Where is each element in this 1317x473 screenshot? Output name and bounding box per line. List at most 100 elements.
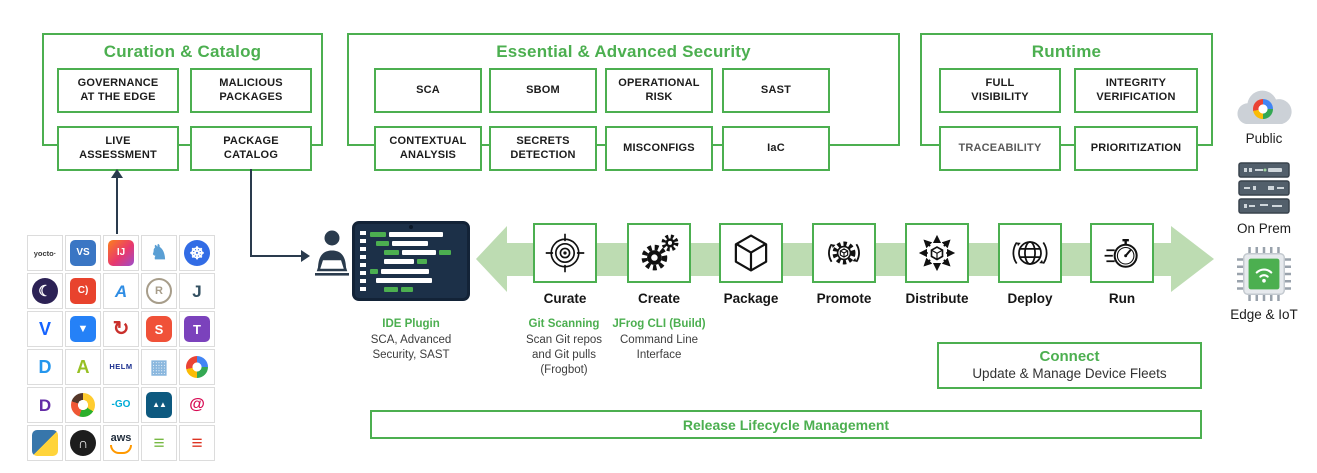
catalog-connector-vertical <box>250 169 252 257</box>
logo-google-cloud <box>179 349 215 385</box>
tool-subtitle-git-scanning: Scan Git repos and Git pulls (Frogbot) <box>525 334 603 376</box>
target-label-public: Public <box>1245 131 1283 146</box>
package-cube-icon <box>734 234 768 272</box>
cell-secrets-detection: SECRETS DETECTION <box>489 126 597 171</box>
logo-go: -GO <box>103 387 139 423</box>
cell-iac: IaC <box>722 126 830 171</box>
logo-swift: S <box>141 311 177 347</box>
cell-full-visibility: FULL VISIBILITY <box>939 68 1061 113</box>
logo-eclipse: ☾ <box>27 273 63 309</box>
cell-sca: SCA <box>374 68 482 113</box>
developer-icon <box>315 230 349 276</box>
gears-icon <box>641 234 679 271</box>
logo-intellij-idea: IJ <box>103 235 139 271</box>
stage-label-run: Run <box>1108 291 1136 306</box>
logo-rust: R <box>141 273 177 309</box>
logo-scala: ≡ <box>179 425 215 461</box>
logo-conda: ∩ <box>65 425 101 461</box>
cell-package-catalog: PACKAGE CATALOG <box>190 126 312 171</box>
cell-live-assessment: LIVE ASSESSMENT <box>57 126 179 171</box>
release-lifecycle-bar: Release Lifecycle Management <box>370 410 1202 439</box>
logo-bitbucket: ▼ <box>65 311 101 347</box>
target-label-edge-iot: Edge & IoT <box>1230 307 1298 322</box>
tool-git-scanning: Git Scanning Scan Git repos and Git pull… <box>512 318 616 378</box>
catalog-connector-horizontal <box>250 255 302 257</box>
logo-jenkins: J <box>179 273 215 309</box>
stage-box-distribute <box>905 223 969 283</box>
group-title-runtime: Runtime <box>1031 42 1102 61</box>
group-security: Essential & Advanced Security SCA SBOM O… <box>347 33 900 171</box>
tool-jfrog-cli: JFrog CLI (Build) Command Line Interface <box>603 318 715 363</box>
group-title-curation: Curation & Catalog <box>103 42 262 61</box>
band-arrowhead-right <box>1171 226 1214 292</box>
cell-integrity-verification: INTEGRITY VERIFICATION <box>1074 68 1198 113</box>
iot-chip-icon <box>1237 247 1291 301</box>
target-icon <box>545 233 585 273</box>
tool-subtitle-jfrog-cli: Command Line Interface <box>620 334 698 361</box>
arrow-up-to-live-assessment <box>111 169 123 178</box>
stage-label-promote: Promote <box>816 291 872 306</box>
logo-sbt: ↻ <box>103 311 139 347</box>
stage-label-deploy: Deploy <box>1007 291 1053 306</box>
logo-green-stack: ≡ <box>141 425 177 461</box>
cell-traceability: TRACEABILITY <box>939 126 1061 171</box>
stage-box-run <box>1090 223 1154 283</box>
tool-ide-plugin: IDE Plugin SCA, Advanced Security, SAST <box>351 318 471 363</box>
stage-label-create: Create <box>637 291 681 306</box>
logo-yocto: yocto· <box>27 235 63 271</box>
ide-screen <box>352 221 470 301</box>
ide-gutter <box>360 231 366 293</box>
logo-datadog: D <box>27 387 63 423</box>
logo-python <box>27 425 63 461</box>
stage-box-package <box>719 223 783 283</box>
tool-title-jfrog-cli: JFrog CLI (Build) <box>612 318 706 330</box>
connect-box: Connect Update & Manage Device Fleets <box>937 342 1202 389</box>
stage-box-deploy <box>998 223 1062 283</box>
aws-smile <box>110 444 132 454</box>
logo-helm: HELM <box>103 349 139 385</box>
logo-aws: aws <box>103 425 139 461</box>
logo-cargo-crate: ▦ <box>141 349 177 385</box>
google-cloud-mark <box>1253 99 1273 119</box>
logo-boar: ♞ <box>141 235 177 271</box>
logo-debian: @ <box>179 387 215 423</box>
tool-subtitle-ide-plugin: SCA, Advanced Security, SAST <box>370 334 452 361</box>
ide-camera-dot <box>409 225 413 229</box>
band-arrowhead-left <box>476 226 507 292</box>
ide-code-lines <box>370 231 461 293</box>
logo-conan: C) <box>65 273 101 309</box>
cell-sbom: SBOM <box>489 68 597 113</box>
logo-kubernetes: ☸ <box>179 235 215 271</box>
connect-title: Connect <box>1039 348 1100 365</box>
tool-title-git-scanning: Git Scanning <box>528 318 600 330</box>
stage-label-distribute: Distribute <box>905 291 969 306</box>
promote-gear-icon <box>828 241 860 265</box>
connect-subtitle: Update & Manage Device Fleets <box>972 366 1167 381</box>
logo-terraform: T <box>179 311 215 347</box>
distribute-arrows-icon <box>918 234 956 272</box>
logo-azure: A <box>103 273 139 309</box>
logo-visual-studio: VS <box>65 235 101 271</box>
target-label-on-prem: On Prem <box>1236 221 1291 236</box>
stage-box-promote <box>812 223 876 283</box>
arrow-right-to-developer <box>301 250 310 262</box>
stage-box-curate <box>533 223 597 283</box>
cell-sast: SAST <box>722 68 830 113</box>
stage-label-package: Package <box>723 291 779 306</box>
cell-malicious-packages: MALICIOUS PACKAGES <box>190 68 312 113</box>
group-title-security: Essential & Advanced Security <box>496 42 751 61</box>
cell-misconfigs: MISCONFIGS <box>605 126 713 171</box>
logo-alpine: ▲▲ <box>141 387 177 423</box>
package-types-grid: yocto· VS IJ ♞ ☸ ☾ C) A R J V ▼ ↻ S T D … <box>27 235 215 461</box>
group-curation-catalog: Curation & Catalog GOVERNANCE AT THE EDG… <box>42 33 323 171</box>
cell-contextual-analysis: CONTEXTUAL ANALYSIS <box>374 126 482 171</box>
cell-prioritization: PRIORITIZATION <box>1074 126 1198 171</box>
arrow-up-line <box>116 178 118 234</box>
logo-docker: D <box>27 349 63 385</box>
stage-box-create <box>627 223 691 283</box>
globe-sync-icon <box>1012 241 1048 265</box>
logo-vagrant: V <box>27 311 63 347</box>
logo-android: A <box>65 349 101 385</box>
group-runtime: Runtime FULL VISIBILITY INTEGRITY VERIFI… <box>920 33 1213 171</box>
